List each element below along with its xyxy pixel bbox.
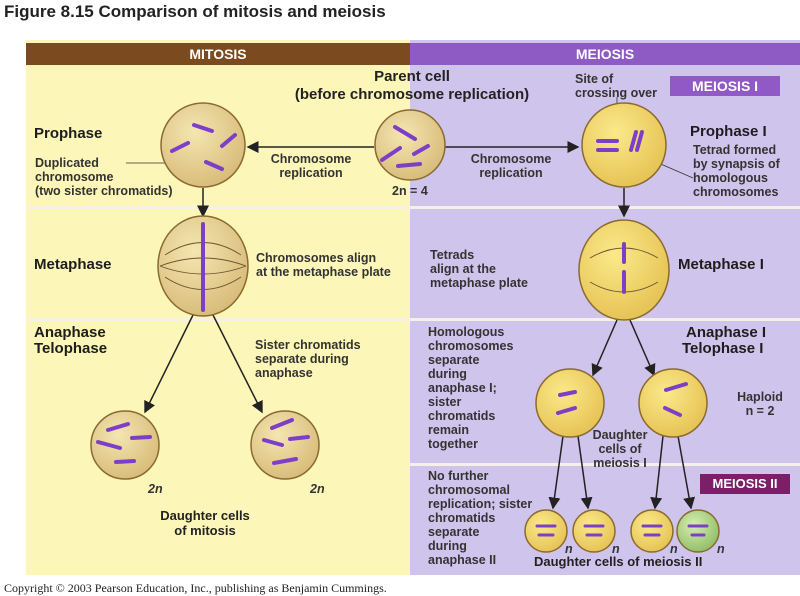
mitosis-metaphase-label: Metaphase <box>34 256 112 273</box>
meiosis1-daughter-cell <box>638 368 708 438</box>
meiosis-2-badge: MEIOSIS II <box>700 474 790 494</box>
crossing-over-label: Site of crossing over <box>575 72 657 100</box>
meiosis-metaphase1-label: Metaphase I <box>678 256 764 273</box>
meiosis2-ploidy: n <box>612 542 620 556</box>
meiosis-anaphase1-label: Anaphase I <box>686 324 767 341</box>
mitosis-replication-label: Chromosome replication <box>270 152 352 180</box>
tetrad-label: Tetrad formed by synapsis of homologous … <box>693 143 780 199</box>
homologous-description: Homologous chromosomes separate during a… <box>428 325 514 451</box>
meiosis-prophase1-label: Prophase I <box>690 123 767 140</box>
meiosis-1-badge: MEIOSIS I <box>670 76 780 96</box>
mitosis-header: MITOSIS <box>26 43 410 65</box>
meiosis2-ploidy: n <box>670 542 678 556</box>
mitosis-daughter-ploidy: 2n <box>148 482 163 496</box>
meiosis2-daughter-cell <box>630 509 674 553</box>
tetrads-description: Tetrads align at the metaphase plate <box>430 248 528 290</box>
arrow-to-meiosis1-right <box>629 319 656 377</box>
metaphase-description: Chromosomes align at the metaphase plate <box>256 251 391 279</box>
row-divider <box>26 318 800 321</box>
parent-ploidy: 2n = 4 <box>392 184 428 198</box>
meiosis2-ploidy: n <box>717 542 725 556</box>
meiosis2-daughter-cell <box>572 509 616 553</box>
parent-cell-title: Parent cell <box>374 68 450 85</box>
row-divider <box>410 463 800 466</box>
meiosis2-description: No further chromosomal replication; sist… <box>428 469 533 567</box>
meiosis-prophase1-cell <box>581 102 667 188</box>
chromosomes <box>96 123 688 465</box>
duplicated-chromosome-label: Duplicated chromosome (two sister chroma… <box>35 156 173 198</box>
haploid-label: Haploid n = 2 <box>737 390 783 418</box>
mitosis-daughter-label: Daughter cells of mitosis <box>160 508 250 538</box>
meiosis-telophase1-label: Telophase I <box>682 340 764 357</box>
arrow-to-daughter-right <box>212 314 263 414</box>
parent-cell-subtitle: (before chromosome replication) <box>294 86 530 103</box>
meiosis2-daughter-cell <box>524 509 568 553</box>
meiosis-header: MEIOSIS <box>410 43 800 65</box>
mitosis-prophase-cell <box>160 102 246 188</box>
meiosis1-daughter-cell <box>535 368 605 438</box>
row-divider <box>26 206 800 209</box>
meiosis1-daughter-label: Daughter cells of meiosis I <box>592 428 648 470</box>
arrows <box>144 141 696 510</box>
figure-title: Figure 8.15 Comparison of mitosis and me… <box>4 2 386 21</box>
mitosis-daughter-cell <box>250 410 320 480</box>
meiosis2-daughter-label: Daughter cells of meiosis II <box>534 554 703 569</box>
mitosis-anaphase-label: Anaphase <box>34 324 106 341</box>
arrow-to-meiosis1-left <box>591 319 618 377</box>
meiosis-replication-label: Chromosome replication <box>470 152 552 180</box>
mitosis-prophase-label: Prophase <box>34 125 103 142</box>
mitosis-daughter-cell <box>90 410 160 480</box>
arrow-to-daughter-left <box>144 314 194 414</box>
parent-cell <box>374 109 446 181</box>
anaphase-description: Sister chromatids separate during anapha… <box>255 338 361 380</box>
meiosis2-ploidy: n <box>565 542 573 556</box>
mitosis-telophase-label: Telophase <box>34 340 108 357</box>
copyright: Copyright © 2003 Pearson Education, Inc.… <box>4 581 387 595</box>
meiosis2-daughter-cell <box>676 509 720 553</box>
mitosis-daughter-ploidy: 2n <box>310 482 325 496</box>
